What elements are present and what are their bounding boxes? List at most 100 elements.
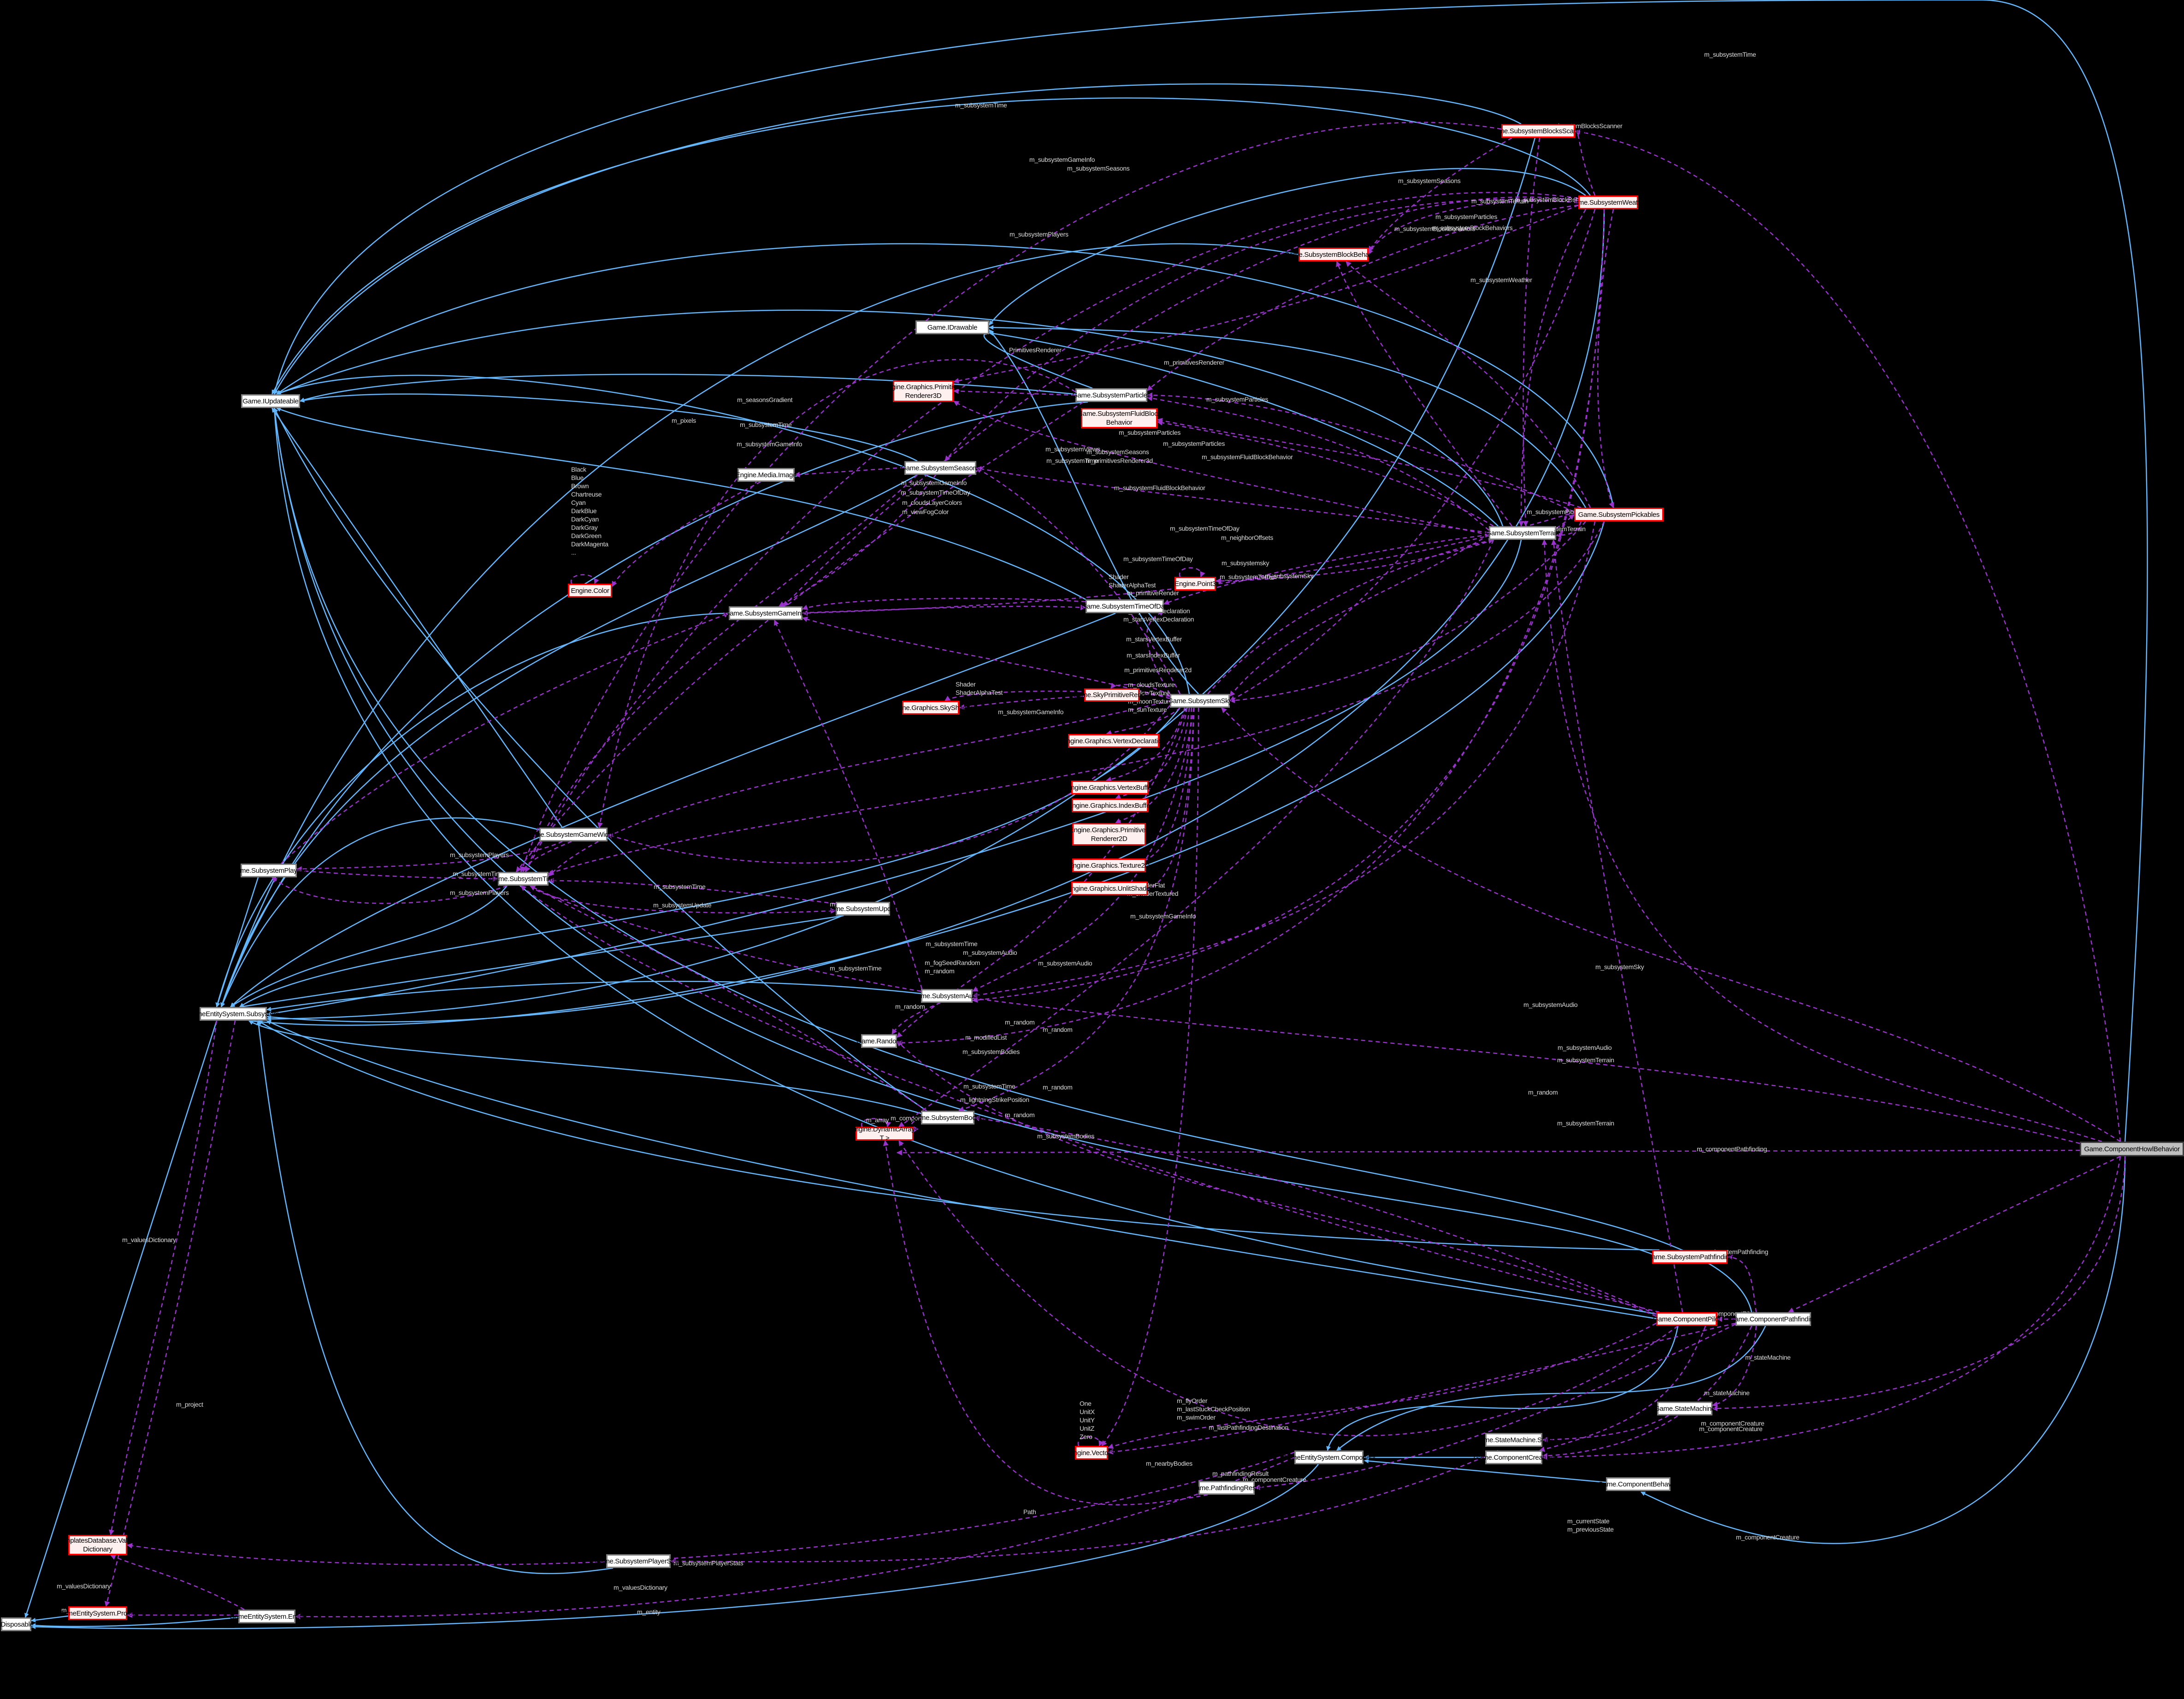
class-node-behavior[interactable]: Game.ComponentBehavior — [1598, 1477, 1679, 1491]
edge-label: m_valuesDictionary — [122, 1236, 176, 1243]
class-node-color[interactable]: Engine.Color — [568, 584, 612, 598]
class-node-prim2d[interactable]: Engine.Graphics.Primitives Renderer2D — [1069, 823, 1149, 846]
usage-edge — [944, 199, 1579, 462]
class-node-pathresult[interactable]: Game.PathfindingResult — [1191, 1481, 1263, 1495]
inheritance-edge — [266, 539, 1522, 1016]
usage-edge — [296, 870, 499, 882]
usage-edge — [802, 598, 1086, 610]
class-node-texture2d[interactable]: Engine.Graphics.Texture2D — [1068, 858, 1150, 872]
edge-label: m_subsystemPlayers — [1009, 231, 1068, 238]
class-node-gameinfo[interactable]: Game.SubsystemGameInfo — [725, 606, 807, 620]
edge-label: m_primitiveRender — [1127, 589, 1179, 597]
edge-label: Black Blue Brown Chartreuse Cyan DarkBlu… — [571, 466, 608, 556]
class-node-players[interactable]: Game.SubsystemPlayers — [231, 864, 307, 877]
usage-edge — [783, 196, 1579, 607]
edge-label: m_primitivesRenderer2d — [1124, 666, 1192, 674]
class-node-particles[interactable]: Game.SubsystemParticles — [1072, 388, 1151, 402]
class-node-statemachine[interactable]: Game.StateMachine — [1654, 1402, 1715, 1415]
class-node-point3[interactable]: Engine.Point3 — [1175, 577, 1216, 591]
class-node-update[interactable]: Game.SubsystemUpdate — [826, 902, 900, 916]
usage-edge — [281, 612, 730, 864]
edge-label: m_random — [1043, 1026, 1073, 1033]
usage-edge — [1207, 538, 1494, 694]
usage-edge — [794, 467, 905, 478]
class-node-vector3[interactable]: Engine.Vector3 — [1069, 1446, 1114, 1460]
edge-label: m_subsystemGameInfo — [1130, 912, 1196, 920]
class-node-audio[interactable]: Game.SubsystemAudio — [912, 989, 982, 1003]
usage-edge — [1105, 707, 1181, 736]
edge-label: m_nearbyBodies — [1146, 1460, 1192, 1467]
usage-edge — [896, 1149, 2080, 1155]
edge-label: m_componentCreature — [1699, 1425, 1763, 1433]
class-node-terrain[interactable]: Game.SubsystemTerrain — [1486, 526, 1559, 540]
class-node-vertexdecl[interactable]: Engine.Graphics.VertexDeclaration — [1062, 734, 1165, 748]
usage-edge — [972, 209, 1605, 1003]
class-node-pathfindingcomp[interactable]: Game.ComponentPathfinding — [1729, 1312, 1817, 1326]
class-node-seasons[interactable]: Game.SubsystemSeasons — [901, 461, 980, 475]
class-node-playerstats[interactable]: Game.SubsystemPlayerStats — [595, 1554, 682, 1568]
class-node-subsystem[interactable]: GameEntitySystem.Subsystem — [188, 1007, 279, 1021]
inheritance-edge — [31, 1464, 1319, 1629]
class-node-unlitshader[interactable]: Engine.Graphics.UnlitShader — [1067, 882, 1152, 895]
edge-label: m_subsystemTime — [654, 883, 706, 890]
usage-edge — [1541, 1156, 2121, 1460]
class-node-project[interactable]: GameEntitySystem.Project — [58, 1606, 137, 1620]
class-node-blockbehaviors[interactable]: Game.SubsystemBlockBehaviors — [1284, 248, 1383, 261]
class-node-pilot[interactable]: Game.ComponentPilot — [1653, 1312, 1720, 1326]
class-node-creature[interactable]: Game.ComponentCreature — [1474, 1450, 1554, 1464]
edge-label: m_subsystemGameInfo — [998, 708, 1064, 716]
usage-edge — [1110, 682, 1170, 697]
class-node-skyprim[interactable]: Game.SkyPrimitiveRender — [1073, 688, 1151, 702]
edge-label: PrimitivesRenderer — [1009, 346, 1062, 354]
class-node-time[interactable]: Game.SubsystemTime — [490, 872, 557, 886]
class-node-random[interactable]: Game.Random — [856, 1034, 902, 1048]
class-node-pickables[interactable]: Game.SubsystemPickables — [1574, 508, 1664, 521]
usage-edge — [1146, 392, 1575, 513]
class-node-vertexbuffer[interactable]: Engine.Graphics.VertexBuffer — [1067, 781, 1154, 794]
class-node-entity[interactable]: GameEntitySystem.Entity — [229, 1610, 305, 1623]
inheritance-edge — [273, 0, 2148, 1142]
class-node-smstate[interactable]: Game.StateMachine.State — [1475, 1433, 1553, 1447]
class-node-valuesdict[interactable]: TemplatesDatabase.Values Dictionary — [58, 1535, 138, 1555]
class-node-idrawable[interactable]: Game.IDrawable — [915, 320, 989, 334]
edge-label: m_seasonsGradient — [737, 396, 793, 403]
edge-label: m_primitivesRenderer — [1164, 359, 1224, 366]
usage-edge — [548, 878, 836, 905]
class-node-prim3d[interactable]: Engine.Graphics.Primitives Renderer3D — [884, 380, 963, 402]
edge-label: m_pixels — [672, 417, 696, 424]
usage-edge — [607, 705, 1170, 864]
class-node-bodies[interactable]: Game.SubsystemBodies — [911, 1111, 985, 1125]
usage-edge — [295, 1456, 1295, 1620]
class-node-idisposable[interactable]: IDisposable — [0, 1617, 34, 1631]
usage-edge — [1115, 707, 1195, 893]
class-node-iupdateable[interactable]: Game.IUpdateable — [241, 394, 300, 408]
class-node-skyshader[interactable]: Engine.Graphics.SkyShader — [889, 701, 973, 715]
class-node-pathfindingsub[interactable]: Game.SubsystemPathfinding — [1647, 1250, 1733, 1264]
class-node-blocksscanner[interactable]: Game.SubsystemBlocksScanner — [1489, 124, 1587, 138]
edge-label: m_viewFogColor — [902, 508, 949, 515]
usage-edge — [1551, 539, 1683, 1313]
class-node-component[interactable]: GameEntitySystem.Component — [1282, 1450, 1375, 1464]
inheritance-edge — [248, 1020, 921, 1114]
usage-edge — [611, 481, 761, 587]
edge-label: m_subsystemFluidBlockBehavior — [1202, 453, 1293, 461]
class-node-fluidblock[interactable]: Game.SubsystemFluidBlock Behavior — [1077, 408, 1161, 428]
inheritance-edge — [300, 393, 918, 462]
class-node-sky[interactable]: Game.SubsystemSky — [1168, 694, 1232, 708]
edge-label: m_subsystemTime — [1046, 457, 1098, 464]
inheritance-edge — [989, 325, 1587, 508]
class-node-weather[interactable]: Game.SubsystemWeather — [1569, 195, 1647, 209]
class-node-gamewidgets[interactable]: Game.SubsystemGameWidgets — [526, 828, 621, 841]
class-node-indexbuffer[interactable]: Engine.Graphics.IndexBuffer — [1068, 799, 1152, 812]
usage-edge — [953, 400, 1489, 536]
inheritance-edge — [239, 915, 844, 1009]
edge-label: m_subsystemParticles — [1163, 440, 1225, 447]
class-node-mediaimage[interactable]: Engine.Media.Image — [736, 468, 797, 482]
inheritance-edge — [276, 243, 1614, 508]
edge-label: m_subsystemTime — [740, 421, 792, 428]
inheritance-edge — [271, 97, 1591, 395]
class-node-timeofday[interactable]: Game.SubsystemTimeOfDay — [1081, 599, 1168, 613]
inheritance-edge — [989, 331, 1499, 527]
class-node-dynarray[interactable]: Engine.DynamicArray< T > — [850, 1125, 919, 1142]
